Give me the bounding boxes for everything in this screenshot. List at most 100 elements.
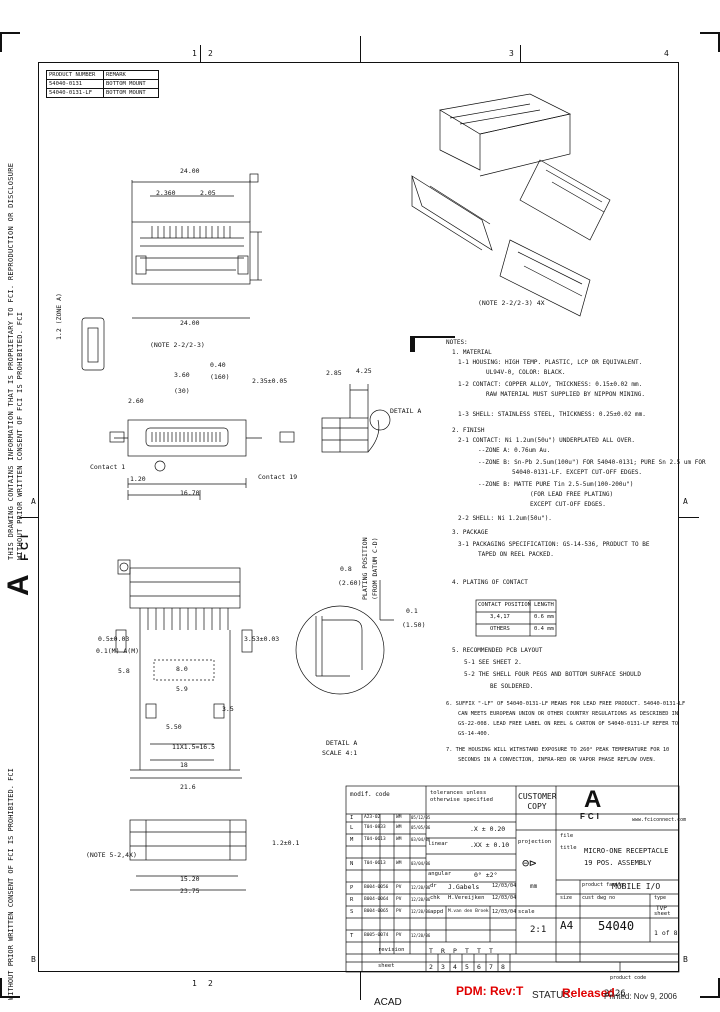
status-label: STATUS: — [532, 990, 573, 1001]
rev-date: 05/12/05 — [411, 815, 431, 820]
note-line: --ZONE B: Sn-Pb 2.5um(100u") FOR 54040-0… — [478, 459, 706, 466]
product-code-label: product code — [610, 975, 647, 981]
note-line: 5-1 SEE SHEET 2. — [464, 659, 522, 666]
note-line: CAN MEETS EUROPEAN UNION OR OTHER COUNTR… — [458, 711, 679, 717]
chk-name: H.Vereijken — [448, 895, 485, 901]
tol-row: .X ± 0.20 — [470, 825, 506, 833]
rev-eco: B004-0056 — [364, 885, 389, 890]
tolerances-label: tolerances unless otherwise specified — [430, 790, 493, 803]
acad-label: ACAD — [374, 997, 402, 1008]
dim-08: 0.8 — [340, 565, 352, 573]
note-line: 2-1 CONTACT: Ni 1.2um(50u") UNDERPLATED … — [458, 437, 636, 444]
rev-letter: M — [350, 837, 354, 843]
rev-by: PV — [396, 933, 402, 938]
note-line: 2. FINISH — [452, 427, 485, 434]
product-family-label: product family — [582, 882, 625, 888]
dim-24-top: 24.00 — [180, 167, 200, 175]
corner-mark-tl-v — [0, 32, 2, 52]
appd-date: 12/03/04 — [492, 909, 517, 915]
projection-icon: ⊖⊳ — [522, 856, 537, 870]
appd-name: M.van den Broek — [448, 909, 489, 914]
title-logo-a-icon: A — [584, 786, 602, 813]
scale-value: 2:1 — [530, 925, 547, 935]
rev-letter: S — [350, 909, 354, 915]
rev-letter: L — [350, 825, 354, 831]
dim-040: 0.40 — [210, 361, 226, 369]
note-line: GS-14-400. — [458, 731, 490, 737]
sheet-value: 1 of 8 — [654, 929, 678, 937]
unit-mm: mm — [530, 883, 538, 890]
tol-angular-label: angular — [428, 871, 452, 877]
product-table-cell: BOTTOM MOUNT — [103, 88, 159, 98]
plating-table-cell: 3,4,17 — [490, 614, 510, 620]
tol-row: .XX ± 0.10 — [470, 841, 510, 849]
corner-mark-bl — [0, 996, 20, 998]
detail-a-ref: DETAIL A — [390, 407, 422, 415]
rev-date: 05/05/06 — [411, 825, 431, 830]
dim-1520: 15.20 — [180, 875, 200, 883]
rev-eco: T04-0613 — [364, 837, 386, 842]
dim-235: 2.35±0.05 — [252, 377, 288, 385]
fci-side-logo: A FCI — [2, 531, 36, 596]
dr-name: J.Gabels — [448, 883, 480, 891]
product-table-cell: BOTTOM MOUNT — [103, 79, 159, 89]
note-line: GS-22-008. LEAD FREE LABEL ON REEL & CAR… — [458, 721, 679, 727]
product-table-header: REMARK — [103, 70, 159, 80]
tol-linear-label: linear — [428, 841, 448, 847]
cust-dwg-label: cust dwg no — [582, 895, 616, 901]
rev-eco: A23-02 — [364, 815, 381, 820]
rev-row-letter: T — [465, 947, 469, 955]
rev-eco: B004-0064 — [364, 897, 389, 902]
projection-label: projection — [518, 839, 552, 845]
product-table-cell: 54040-0131-LF — [46, 88, 104, 98]
dim-18: 18 — [180, 761, 188, 769]
note-line: 1. MATERIAL — [452, 349, 492, 356]
part-number: 54040 — [598, 919, 635, 933]
dim-150: (1.50) — [402, 621, 426, 629]
note-line: 1-1 HOUSING: HIGH TEMP. PLASTIC, LCP OR … — [458, 359, 643, 366]
printed-date: Printed: Nov 9, 2006 — [604, 992, 677, 1001]
note-line: RAW MATERIAL MUST SUPPLIED BY NIPPON MIN… — [486, 391, 645, 398]
note-line: 2-2 SHELL: Ni 1.2um(50u"). — [458, 515, 552, 522]
rev-letter: P — [350, 885, 354, 891]
dim-80: 8.0 — [176, 665, 188, 673]
dim-353: 3.53±0.03 — [244, 635, 280, 643]
title-line-2: 19 POS. ASSEMBLY — [584, 859, 652, 867]
corner-mark-bl-v — [0, 978, 2, 998]
dim-11x15: 11X1.5=16.5 — [172, 743, 216, 751]
proprietary-notice: THIS DRAWING CONTAINS INFORMATION THAT I… — [7, 162, 24, 560]
logo-text: FCI — [19, 530, 31, 561]
corner-mark-tl — [0, 32, 20, 34]
rev-by: PV — [396, 909, 402, 914]
size-label: size — [560, 895, 573, 901]
size-value: A4 — [560, 919, 574, 932]
rev-by: PV — [396, 885, 402, 890]
dim-05: 0.5±0.03 — [98, 635, 130, 643]
grid-tick — [20, 517, 38, 518]
dim-35: 3.5 — [222, 705, 234, 713]
sheet-num: 5 — [465, 963, 469, 971]
dim-1670: 16.70 — [180, 489, 200, 497]
zone-a-label: 1.2 (ZONE A) — [55, 293, 63, 340]
plating-table-cell: 0.4 mm — [534, 626, 554, 632]
pdm-revision: PDM: Rev:T — [456, 984, 524, 998]
status-value: Released — [562, 986, 615, 1000]
note-line: 1-3 SHELL: STAINLESS STEEL, THICKNESS: 0… — [458, 411, 646, 418]
product-table-header: PRODUCT NUMBER — [46, 70, 104, 80]
note-line: --ZONE A: 0.76um Au. — [478, 447, 551, 454]
note-line: TAPED ON REEL PACKED. — [478, 551, 554, 558]
rev-row-letter: T — [429, 947, 433, 955]
dim-01: 0.1 — [406, 607, 418, 615]
rev-letter: I — [350, 815, 354, 821]
revision-label: revision — [378, 947, 405, 953]
note-line: 1-2 CONTACT: COPPER ALLOY, THICKNESS: 0.… — [458, 381, 643, 388]
website: www.fciconnect.com — [632, 817, 687, 823]
note-line: 6. SUFFIX "-LF" OF 54040-0131-LF MEANS F… — [446, 701, 686, 707]
product-code-value: 2526 — [604, 989, 626, 999]
dim-360: 3.60 — [174, 371, 190, 379]
dim-58: 5.8 — [118, 667, 130, 675]
note-line: 3. PACKAGE — [452, 529, 489, 536]
corner-mark-br — [700, 996, 720, 998]
sheet-num: 2 — [429, 963, 433, 971]
sheet-num: 7 — [489, 963, 493, 971]
